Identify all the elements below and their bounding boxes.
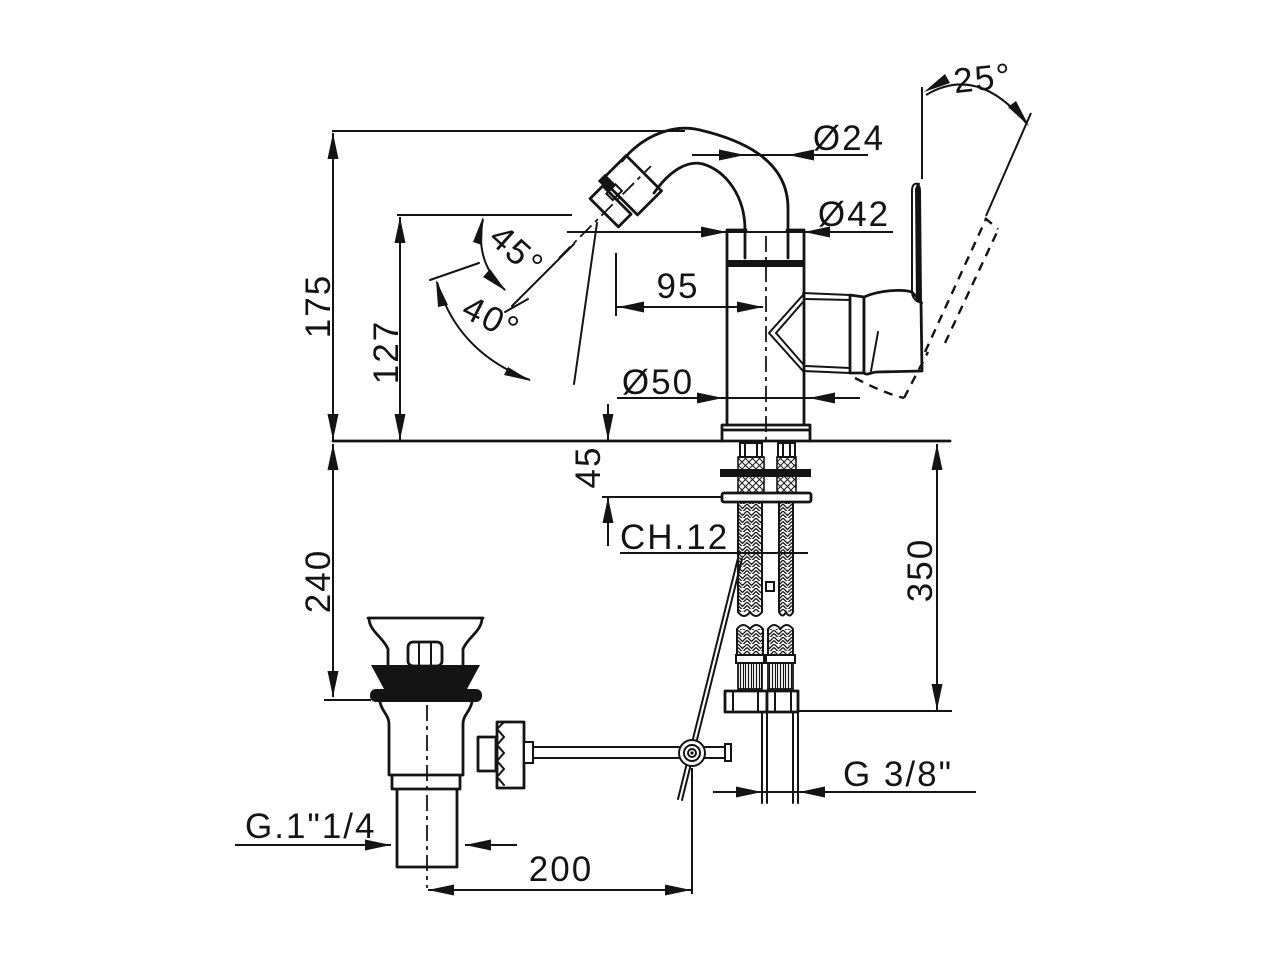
valve-chevron [767, 294, 804, 372]
dim-handle-angle: 25° [951, 56, 1014, 101]
dim-below-deck-depth: 240 [299, 549, 338, 613]
rod-left-cap [523, 741, 534, 764]
spout-inner-curve [652, 161, 747, 260]
dim-base-diameter: Ø50 [622, 363, 694, 402]
popup-linkage [523, 557, 743, 801]
knurl-teeth [495, 721, 506, 786]
drain-plug-cup [366, 616, 485, 667]
hose-left-braid-lower [737, 629, 763, 655]
drain-plug-knob [406, 640, 444, 668]
hose-left-collar [735, 654, 765, 664]
stud-left-top [739, 442, 763, 458]
horizontal-rod [523, 746, 728, 759]
handle-base [862, 289, 924, 376]
aerator-head [558, 154, 663, 259]
dimension-graphics [235, 74, 1032, 896]
spout-joint-band [728, 260, 804, 267]
dim-body-diameter: Ø42 [818, 195, 890, 234]
drain-flange-seal [371, 665, 480, 689]
hose-pipe-tails [761, 711, 799, 804]
dim-overall-height: 175 [299, 274, 338, 338]
drain-assembly [366, 616, 526, 869]
hose-left-crimp [737, 662, 763, 690]
dim-deck-clamp: 45 [569, 446, 608, 489]
hose-right-crimp [767, 662, 794, 690]
dim-rod-reach: 200 [529, 850, 593, 889]
base-flange [720, 423, 812, 443]
dim-spout-diameter: Ø24 [813, 119, 885, 158]
popup-rod-tube [761, 501, 780, 592]
column [725, 228, 806, 427]
drain-rod-boss [476, 735, 498, 773]
dimension-labels: 175 127 240 45 350 95 Ø24 Ø42 Ø50 CH.12 … [245, 56, 1014, 889]
dim-outlet-height: 127 [367, 320, 406, 384]
rod-right-cap [724, 743, 732, 762]
aerator-axis-centerline [558, 165, 652, 259]
faucet-body [558, 126, 1000, 443]
deck-washer [720, 469, 811, 477]
drain-gasket [370, 689, 482, 702]
hose-left-braid-upper [738, 502, 762, 612]
hose-right-braid-upper [779, 502, 793, 612]
dim-supply-thread: G 3/8" [843, 755, 953, 794]
spout-outer-curve [620, 126, 790, 260]
cartridge-collar [848, 293, 866, 375]
hose-left-nut [723, 689, 769, 714]
handle-angle-lines [921, 87, 1032, 217]
spray-fan-lines [429, 222, 598, 385]
spray-angle-fan [429, 217, 598, 385]
dim-spray-cone-angle: 40° [456, 288, 526, 350]
stud-right-top [777, 442, 796, 458]
dim-rod-hex: CH.12 [620, 518, 729, 557]
mounting-plate [720, 491, 813, 504]
dim-spout-reach: 95 [657, 267, 700, 306]
dim-waste-thread: G.1"1/4 [245, 807, 377, 846]
handle-lever-outline [911, 182, 923, 304]
handle-lever-blade [915, 184, 922, 302]
supply-hoses [720, 442, 813, 804]
hose-right-braid-lower [768, 629, 793, 655]
cartridge-chamfer-lines [802, 292, 851, 374]
handle-skirt-line [870, 331, 879, 372]
hose-right-collar [765, 654, 796, 664]
drain-body [378, 700, 474, 869]
hose-right-nut [765, 689, 800, 714]
dim-hose-length: 350 [901, 538, 940, 602]
